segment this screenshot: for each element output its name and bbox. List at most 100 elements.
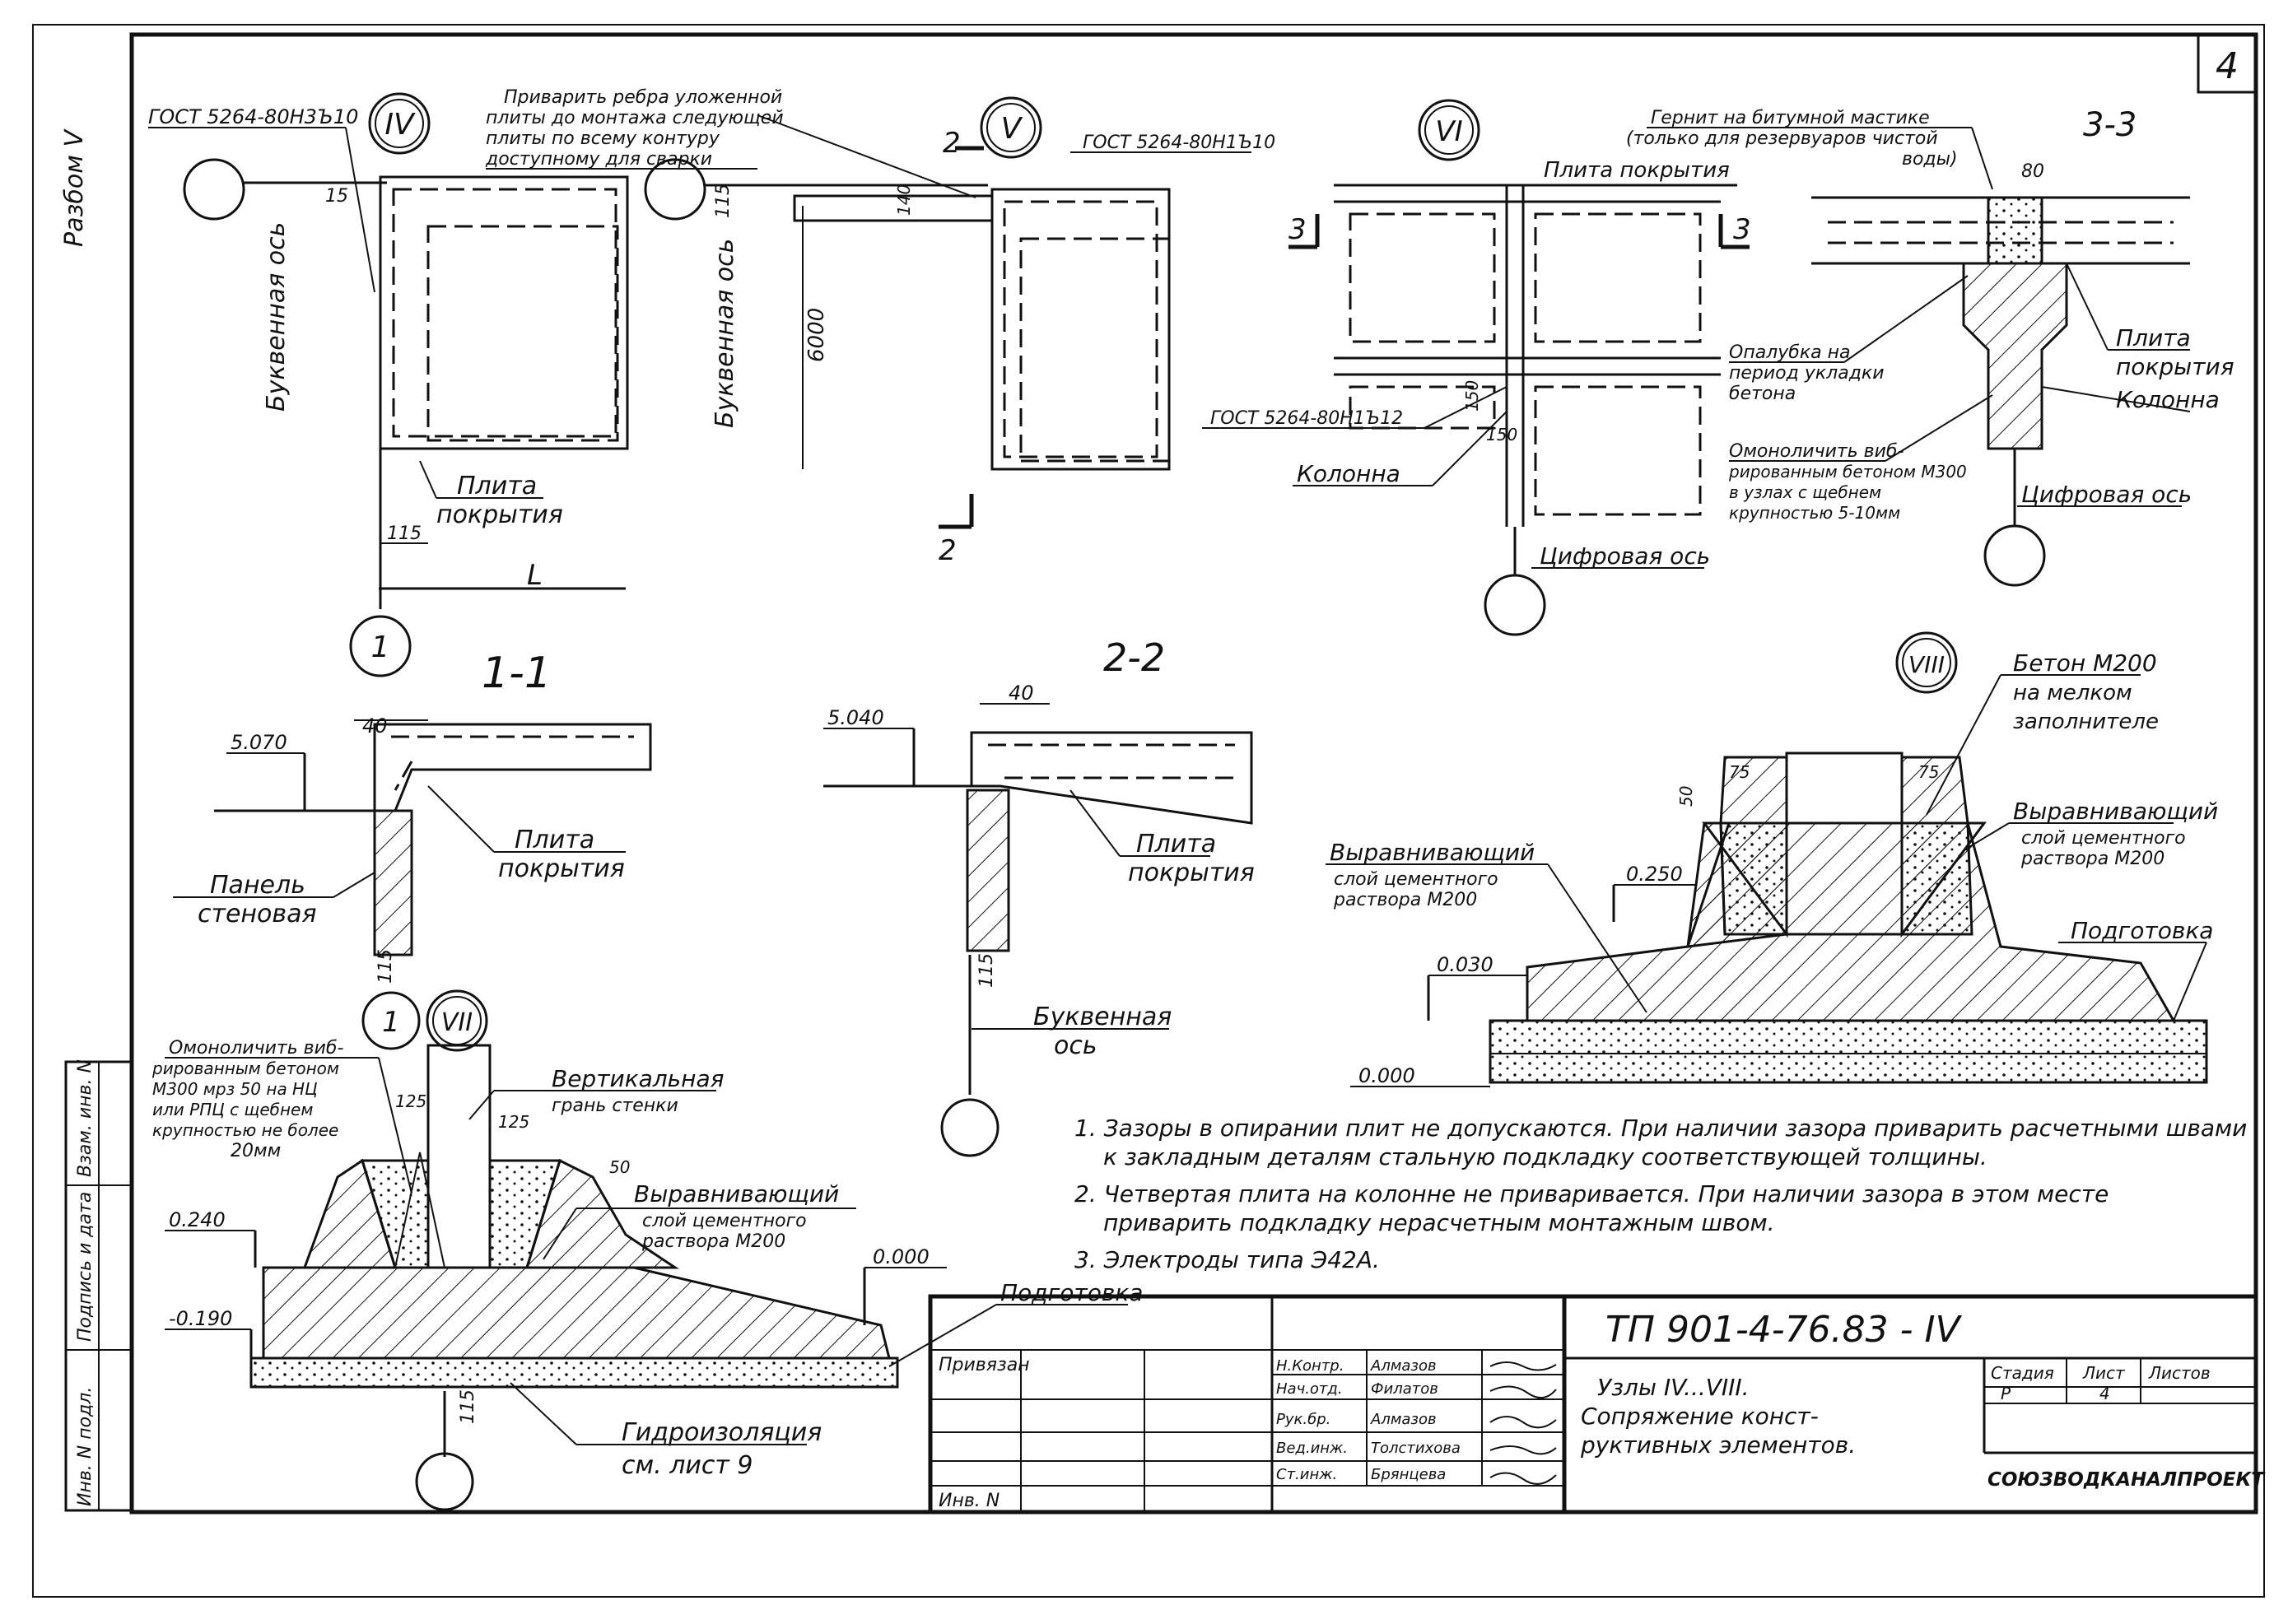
viii-lev-r2: слой цементного <box>2021 828 2186 849</box>
tb-inv: Инв. N <box>939 1491 1000 1511</box>
s22-axis-2: ось <box>1054 1031 1097 1060</box>
s33-title: 3-3 <box>2083 106 2137 144</box>
tb-name-2: Алмазов <box>1370 1411 1437 1428</box>
node-vi-axis: Цифровая ось <box>1540 542 1710 570</box>
vii-lvl-0000: 0.000 <box>873 1245 930 1268</box>
viii-lev-r3: раствора М200 <box>2020 849 2165 869</box>
tb-name-4: Брянцева <box>1371 1466 1446 1483</box>
s11-plate-2: покрытия <box>498 854 625 883</box>
tb-title-3: руктивных элементов. <box>1580 1431 1856 1459</box>
s11-axis-bubble <box>361 991 421 1050</box>
signatures <box>1489 1361 1557 1485</box>
node-vi-axis-bubble <box>1484 574 1546 636</box>
side-stamp: Инв. N подл. Подпись и дата Взам. инв. N <box>64 1059 133 1512</box>
stamp-replace: Взам. инв. N <box>75 1059 96 1177</box>
note-1b: к закладным деталям стальную подкладку с… <box>1103 1143 1987 1170</box>
node-v-section-top: 2 <box>943 127 961 160</box>
sheet-number-box <box>2197 33 2258 94</box>
s22-axis-bubble <box>940 1098 1000 1157</box>
node-v-marker: V <box>1001 112 1023 146</box>
vii-wp-2: см. лист 9 <box>622 1451 753 1480</box>
node-v-note-2: плиты до монтажа следующей <box>486 108 784 128</box>
vii-dim-50: 50 <box>609 1157 630 1177</box>
s22-lvl: 5.040 <box>827 706 884 729</box>
node-vii: VII Омоноличить виб- рированным бетоном … <box>151 989 1143 1511</box>
viii-lev-l1: Выравнивающий <box>1330 839 1535 866</box>
node-iv-marker: IV <box>384 108 416 142</box>
node-v-dim-6000: 6000 <box>804 308 829 362</box>
node-v-note-1: Приварить ребра уложенной <box>504 87 782 108</box>
node-vi-marker: VI <box>1435 115 1462 148</box>
vii-wall-2: грань стенки <box>552 1096 678 1116</box>
stamp-inv: Инв. N подл. <box>75 1387 96 1506</box>
node-iv-dim-L: L <box>527 559 543 592</box>
s22-title: 2-2 <box>1103 635 1165 680</box>
node-iv-plate-l2: покрытия <box>436 500 563 529</box>
s33-hernit-2: (только для резервуаров чистой <box>1626 128 1938 149</box>
s22-plate-1: Плита <box>1136 830 1216 859</box>
vii-dim-115: 115 <box>458 1389 478 1424</box>
node-vii-marker: VII <box>441 1008 473 1037</box>
s33-plate-2: покрытия <box>2116 353 2234 380</box>
tb-name-3: Толстихова <box>1371 1440 1461 1457</box>
tb-stage-h: Стадия <box>1991 1363 2054 1383</box>
note-2b: приварить подкладку нерасчетным монтажны… <box>1103 1209 1774 1236</box>
viii-conc-2: на мелком <box>2013 681 2132 705</box>
stamp-sign: Подпись и дата <box>75 1192 96 1342</box>
vii-prep: Подготовка <box>1000 1279 1143 1306</box>
s22-axis-1: Буквенная <box>1033 1003 1172 1031</box>
vii-wall-1: Вертикальная <box>552 1065 725 1092</box>
vii-dim-125b: 125 <box>498 1112 529 1132</box>
section-2-2: 2-2 40 5.040 Плита покрытия 115 Буквенна… <box>823 635 1255 1157</box>
node-v-gost: ГОСТ 5264-80Н1Ъ10 <box>1083 133 1275 153</box>
note-1: 1. Зазоры в опирании плит не допускаются… <box>1074 1114 2247 1142</box>
node-v-dim-140: 140 <box>894 184 914 216</box>
s33-formwork-1: Опалубка на <box>1729 342 1850 363</box>
s33-hernit-3: воды) <box>1902 149 1958 170</box>
tb-role-4: Ст.инж. <box>1276 1466 1337 1483</box>
node-vi-section-right: 3 <box>1733 213 1751 246</box>
axis-marker-1 <box>349 615 412 677</box>
viii-dim-75a: 75 <box>1729 762 1750 782</box>
vii-lvl-m0190: -0.190 <box>169 1307 232 1330</box>
node-iv-dim-15: 15 <box>325 186 348 207</box>
tb-name-0: Алмазов <box>1370 1357 1437 1375</box>
vii-lev-3: раствора М200 <box>641 1231 785 1252</box>
vii-dim-125a: 125 <box>395 1091 426 1111</box>
node-iv-axis-label: Буквенная ось <box>262 222 291 412</box>
s33-mono-2: рированным бетоном М300 <box>1728 462 1967 482</box>
tb-title-2: Сопряжение конст- <box>1581 1403 1819 1430</box>
node-iv-axis-marker: 1 <box>371 631 390 664</box>
outer-frame <box>32 24 2265 1598</box>
vii-mono-4: или РПЦ с щебнем <box>152 1100 313 1119</box>
node-v-note-3: плиты по всему контуру <box>486 128 720 149</box>
s11-title: 1-1 <box>482 649 552 698</box>
node-vi-dim-150a: 150 <box>1462 380 1482 412</box>
vii-mono-5: крупностью не более <box>152 1120 338 1140</box>
node-iv-dim-115: 115 <box>387 523 422 544</box>
tb-role-3: Вед.инж. <box>1276 1440 1348 1457</box>
vii-preparation <box>249 1356 899 1389</box>
s33-dim-80: 80 <box>2021 161 2044 182</box>
tb-sheets-h: Листов <box>2148 1363 2211 1383</box>
s22-dim-115: 115 <box>976 953 997 988</box>
left-margin-label: Разбом V <box>60 128 89 247</box>
tb-doc-code: ТП 901-4-76.83 - IV <box>1605 1309 1962 1351</box>
node-iv: IV ГОСТ 5264-80Н3Ъ10 Буквенная ось 15 L … <box>148 92 629 677</box>
tb-stage-v: Р <box>2001 1384 2011 1403</box>
s33-plate-1: Плита <box>2116 324 2191 351</box>
s11-axis-marker: 1 <box>382 1006 400 1039</box>
note-3: 3. Электроды типа Э42А. <box>1074 1246 1380 1273</box>
node-v: V Приварить ребра уложенной плиты до мон… <box>485 87 1275 567</box>
node-vi-column: Колонна <box>1297 460 1400 487</box>
node-vi: VI Плита покрытия 3 3 ГОСТ 5264-80Н1Ъ12 … <box>1202 99 1751 636</box>
node-viii: VIII Бетон М200 на мелком заполнителе 75… <box>1326 631 2218 1087</box>
node-vi-gost: ГОСТ 5264-80Н1Ъ12 <box>1210 408 1403 429</box>
general-notes: 1. Зазоры в опирании плит не допускаются… <box>1074 1114 2247 1273</box>
node-v-section-bottom: 2 <box>939 534 957 567</box>
s33-mono-3: в узлах с щебнем <box>1729 482 1881 502</box>
s33-formwork-3: бетона <box>1729 384 1796 404</box>
vii-mono-2: рированным бетоном <box>151 1059 339 1078</box>
viii-conc-1: Бетон М200 <box>2013 649 2157 677</box>
